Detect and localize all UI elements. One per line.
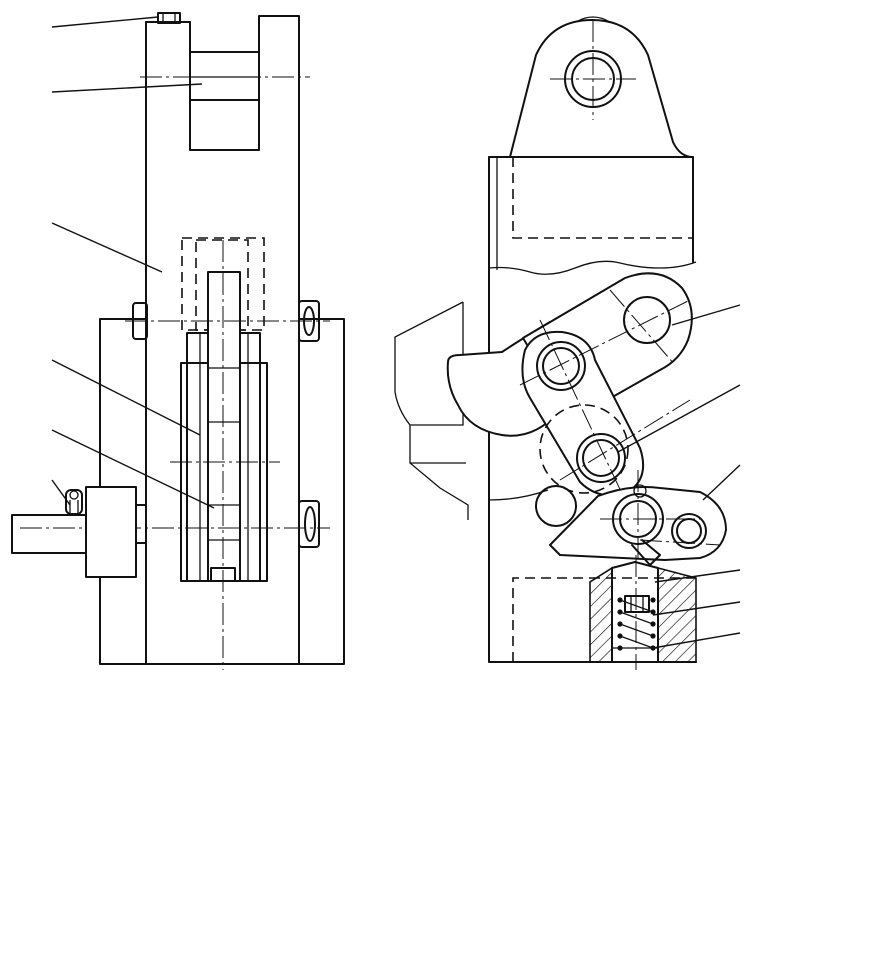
side-view xyxy=(394,16,741,670)
link-pin-lower xyxy=(576,433,626,483)
plunger xyxy=(624,595,650,613)
lower-bolt-right xyxy=(298,500,320,548)
front-view xyxy=(11,12,345,670)
leader-line xyxy=(654,569,741,583)
leader-line xyxy=(671,304,741,326)
hidden-roller xyxy=(539,404,629,494)
leader-line xyxy=(617,384,741,453)
screw-head xyxy=(157,12,181,24)
shaft xyxy=(11,514,89,554)
leader-line xyxy=(652,632,741,649)
wheel xyxy=(207,271,241,582)
latch-pin xyxy=(671,513,707,549)
handle-boss xyxy=(85,486,137,578)
break-line xyxy=(488,260,697,275)
lower-link xyxy=(521,330,644,497)
link-pin-upper xyxy=(623,296,671,344)
leader-line xyxy=(51,429,215,509)
leader-line xyxy=(51,16,159,28)
clevis-pin xyxy=(189,51,260,101)
stop-pin xyxy=(535,485,577,527)
cotter-pin xyxy=(65,489,83,515)
jaw-outline xyxy=(394,301,469,520)
leader-line xyxy=(652,601,741,616)
leader-line xyxy=(51,222,163,273)
link-pin-middle xyxy=(536,341,586,391)
section-hatch xyxy=(589,566,613,663)
leader-line xyxy=(51,479,71,506)
leader-line xyxy=(51,83,203,93)
lifting-lug xyxy=(509,19,694,158)
leader-line xyxy=(51,359,201,436)
leader-line xyxy=(702,464,741,501)
